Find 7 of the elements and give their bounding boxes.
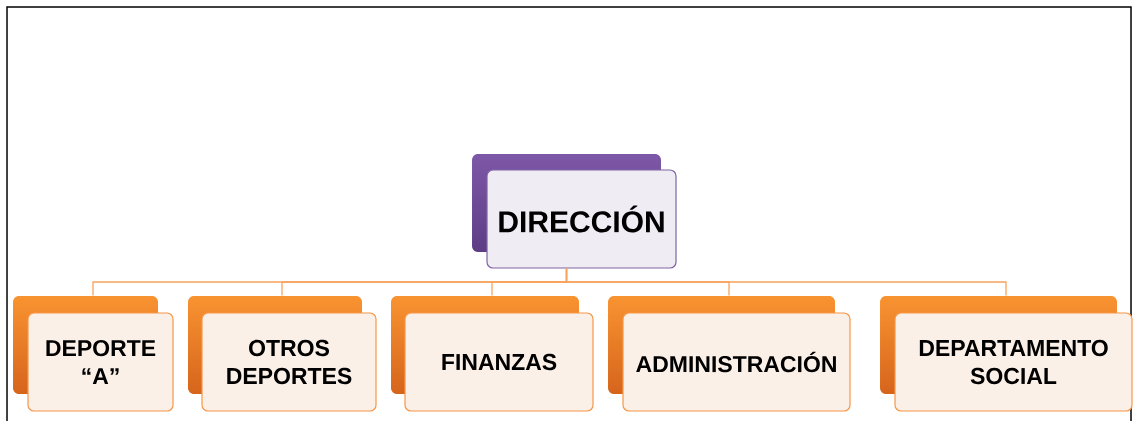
org-box: DEPORTE “A”: [27, 312, 174, 412]
connector-line: [565, 267, 1007, 297]
org-box: ADMINISTRACIÓN: [622, 312, 851, 412]
org-box: FINANZAS: [404, 312, 594, 412]
org-box: DIRECCIÓN: [486, 169, 677, 269]
org-box: OTROS DEPORTES: [201, 312, 377, 412]
org-box: DEPARTAMENTO SOCIAL: [894, 312, 1133, 412]
